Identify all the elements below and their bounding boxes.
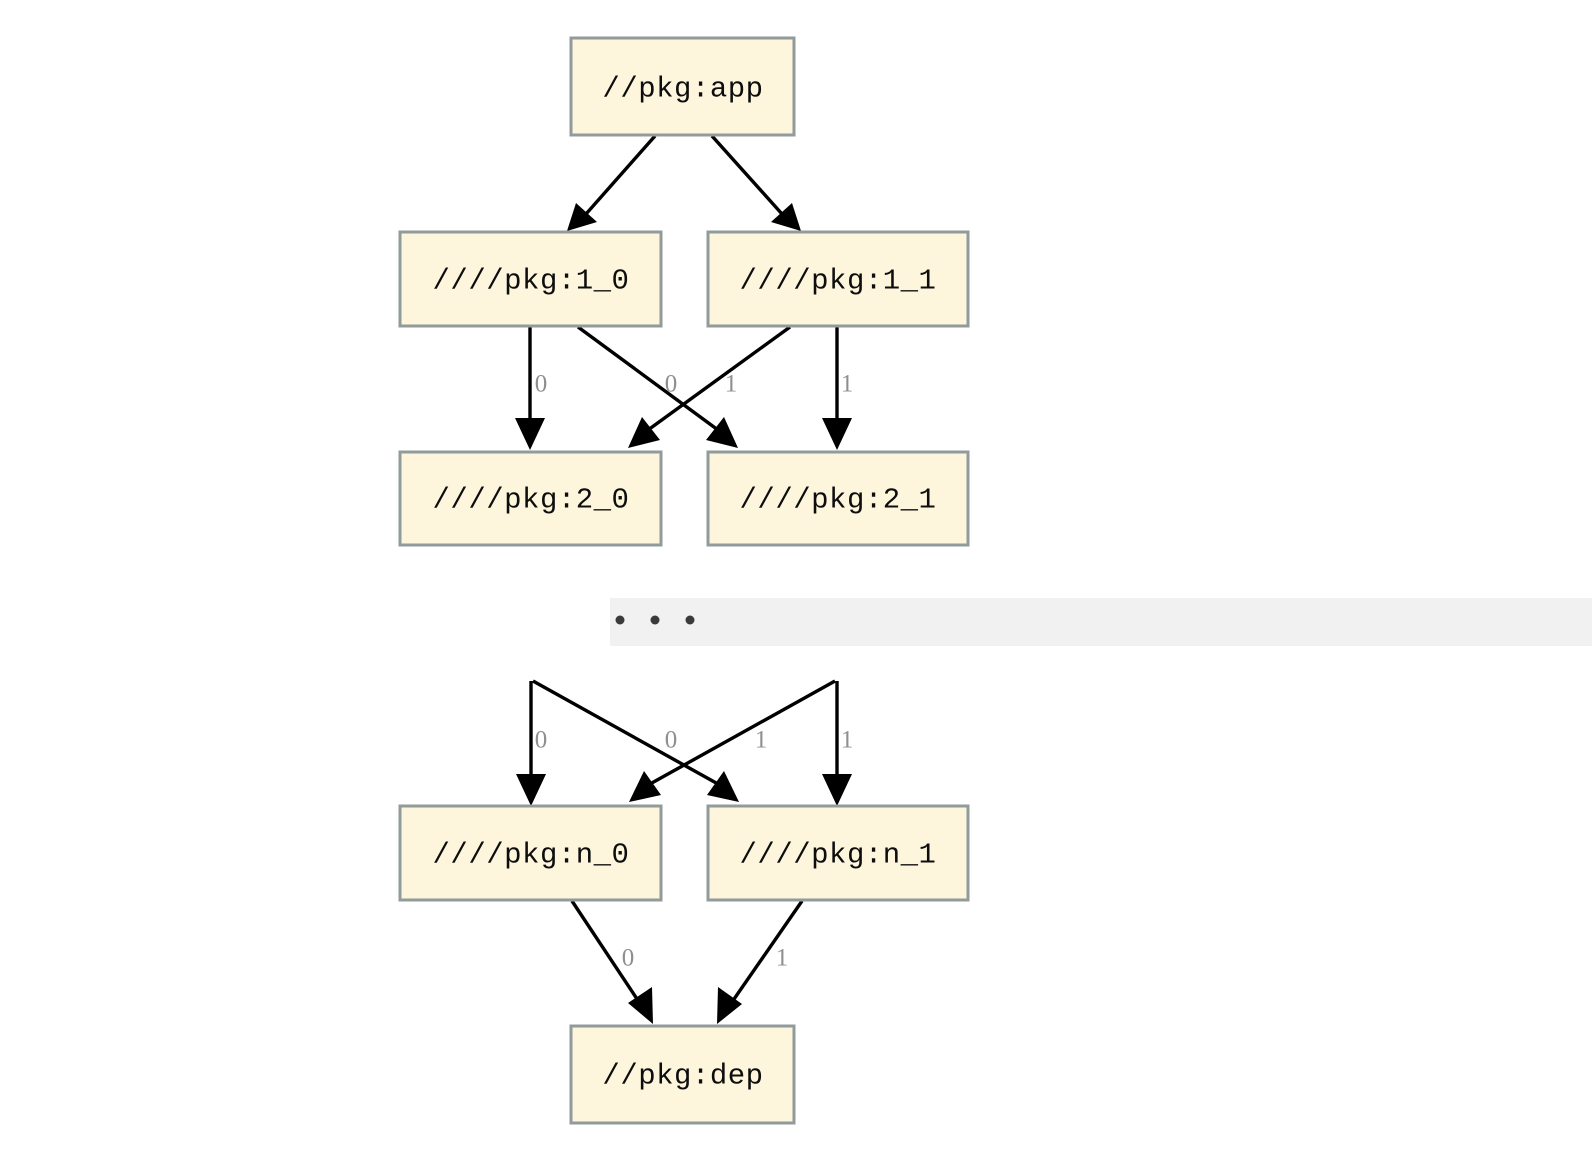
edge-elided-to-n_1-diagonal: 0: [532, 679, 739, 802]
edge-label: 1: [776, 945, 789, 972]
ellipsis-band: [610, 598, 1592, 646]
edge-app-to-1_0: [567, 134, 657, 231]
edge-1_1-to-2_1: 1: [822, 327, 853, 450]
ellipsis-separator: [610, 598, 1592, 646]
edge-n_0-to-dep: 0: [570, 900, 653, 1024]
ellipsis-dot: [685, 615, 695, 625]
edge-label: 0: [665, 371, 678, 398]
edge-elided-to-n_0-straight: 0: [516, 681, 547, 806]
edge-label: 1: [755, 727, 768, 754]
edge-label: 0: [665, 727, 678, 754]
edge-app-to-1_1: [710, 134, 801, 231]
edge-elided-to-n_0-diagonal: 1: [629, 679, 836, 802]
node-label: ////pkg:n_1: [740, 839, 937, 872]
node-2_0[interactable]: ////pkg:2_0: [398, 450, 663, 547]
node-label: ////pkg:1_1: [740, 265, 937, 298]
edge-label: 0: [535, 371, 548, 398]
node-label: ////pkg:2_1: [740, 484, 937, 517]
node-app[interactable]: //pkg:app: [569, 36, 796, 137]
edge-label: 1: [725, 371, 738, 398]
edge-elided-to-n_1-straight: 1: [822, 681, 853, 806]
node-n_1[interactable]: ////pkg:n_1: [706, 804, 970, 902]
ellipsis-dot: [650, 615, 660, 625]
edge-label: 1: [841, 371, 854, 398]
edge-1_1-to-2_0: 1: [628, 325, 791, 448]
edge-1_0-to-2_1: 0: [576, 325, 738, 448]
edge-label: 1: [841, 727, 854, 754]
node-1_0[interactable]: ////pkg:1_0: [398, 230, 663, 328]
node-label: ////pkg:1_0: [433, 265, 630, 298]
node-label: //pkg:dep: [602, 1060, 763, 1093]
node-label: ////pkg:n_0: [433, 839, 630, 872]
edge-n_1-to-dep: 1: [717, 900, 804, 1024]
ellipsis-dot: [615, 615, 625, 625]
edge-label: 0: [622, 945, 635, 972]
edge-1_0-to-2_0: 0: [515, 327, 547, 450]
node-label: //pkg:app: [602, 73, 763, 106]
node-1_1[interactable]: ////pkg:1_1: [706, 230, 970, 328]
edge-label: 0: [535, 727, 548, 754]
node-dep[interactable]: //pkg:dep: [569, 1024, 796, 1125]
node-2_1[interactable]: ////pkg:2_1: [706, 450, 970, 547]
node-n_0[interactable]: ////pkg:n_0: [398, 804, 663, 902]
node-label: ////pkg:2_0: [433, 484, 630, 517]
